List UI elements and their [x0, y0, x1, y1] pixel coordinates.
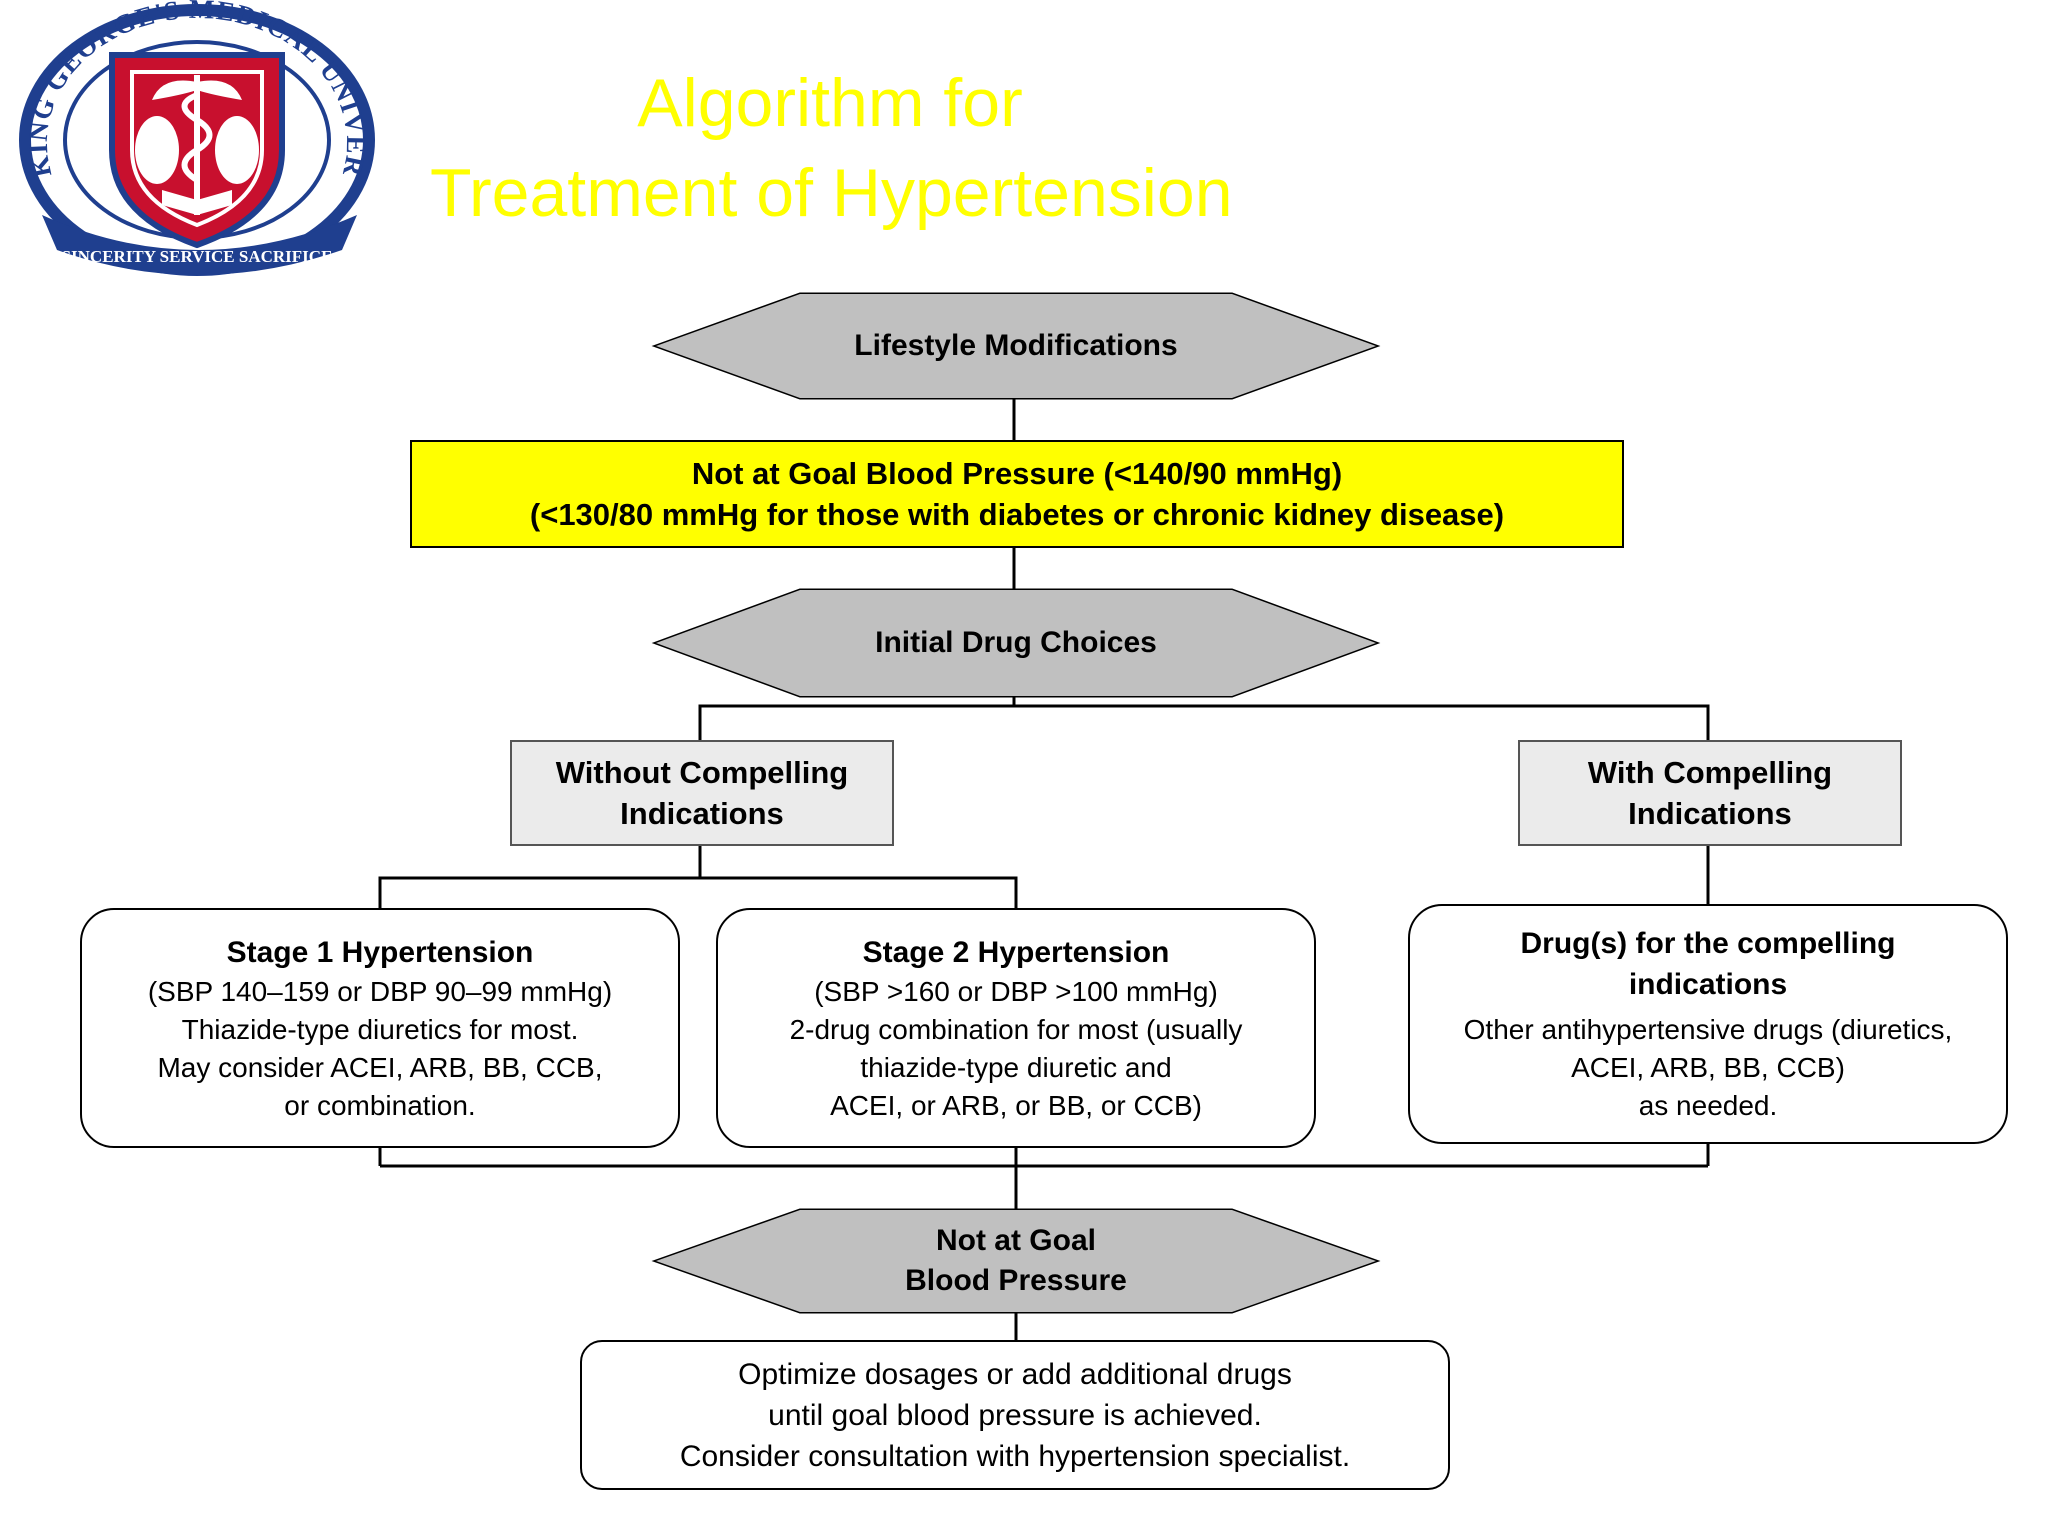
compelling-line: Other antihypertensive drugs (diuretics, — [1463, 1014, 1953, 1045]
goal-bp-line-2: (<130/80 mmHg for those with diabetes or… — [529, 497, 1505, 532]
goal2-line-1: Not at Goal — [935, 1224, 1096, 1257]
initial-drug-label: Initial Drug Choices — [875, 626, 1157, 659]
stage1-line: May consider ACEI, ARB, BB, CCB, — [157, 1051, 603, 1083]
without-ci-line-1: Without Compelling — [555, 755, 849, 790]
stage2-line: ACEI, or ARB, or BB, or CCB) — [830, 1089, 1202, 1121]
optimize-line: Consider consultation with hypertension … — [679, 1439, 1351, 1473]
with-ci-line-1: With Compelling — [1587, 755, 1833, 790]
without-ci-line-2: Indications — [620, 796, 784, 831]
page-title: Algorithm for Treatment of Hypertension — [430, 58, 1233, 238]
initial-drug-choices-node: Initial Drug Choices — [656, 590, 1376, 696]
lifestyle-label: Lifestyle Modifications — [854, 329, 1178, 362]
goal2-line-2: Blood Pressure — [905, 1264, 1127, 1297]
with-compelling-node: With Compelling Indications — [1518, 740, 1902, 846]
stage1-hypertension-node: Stage 1 Hypertension (SBP 140–159 or DBP… — [80, 908, 680, 1148]
title-line-2: Treatment of Hypertension — [430, 155, 1233, 231]
not-at-goal-bp-node: Not at Goal Blood Pressure (<140/90 mmHg… — [410, 440, 1624, 548]
stage1-line: Thiazide-type diuretics for most. — [181, 1013, 579, 1045]
compelling-line: as needed. — [1638, 1090, 1778, 1121]
stage1-heading: Stage 1 Hypertension — [226, 935, 534, 969]
stage2-line: (SBP >160 or DBP >100 mmHg) — [814, 975, 1218, 1007]
university-logo: KING GEORGE'S MEDICAL UNIVERSITY LUCKNOW… — [12, 0, 375, 276]
title-line-1: Algorithm for — [637, 65, 1023, 141]
stage2-line: thiazide-type diuretic and — [860, 1051, 1172, 1083]
goal-bp-line-1: Not at Goal Blood Pressure (<140/90 mmHg… — [691, 456, 1343, 491]
compelling-drugs-node: Drug(s) for the compelling indications O… — [1408, 904, 2008, 1144]
without-compelling-node: Without Compelling Indications — [510, 740, 894, 846]
connector-stage-branch — [378, 876, 1018, 908]
optimize-dosages-node: Optimize dosages or add additional drugs… — [580, 1340, 1450, 1490]
compelling-heading-1: Drug(s) for the compelling — [1520, 927, 1896, 960]
stage1-line: (SBP 140–159 or DBP 90–99 mmHg) — [147, 975, 613, 1007]
optimize-line: Optimize dosages or add additional drugs — [738, 1357, 1292, 1391]
logo-ribbon-text: SINCERITY SERVICE SACRIFICE — [62, 247, 333, 266]
stage1-line: or combination. — [284, 1089, 476, 1121]
lifestyle-modifications-node: Lifestyle Modifications — [656, 294, 1376, 398]
stage2-heading: Stage 2 Hypertension — [862, 935, 1170, 969]
optimize-line: until goal blood pressure is achieved. — [768, 1398, 1262, 1432]
compelling-line: ACEI, ARB, BB, CCB) — [1571, 1052, 1845, 1083]
with-ci-line-2: Indications — [1628, 796, 1792, 831]
not-at-goal-bp-2-node: Not at Goal Blood Pressure — [656, 1210, 1376, 1312]
stage2-line: 2-drug combination for most (usually — [789, 1013, 1243, 1045]
connector-initial-branch — [698, 704, 1710, 740]
compelling-heading-2: indications — [1628, 968, 1788, 1001]
stage2-hypertension-node: Stage 2 Hypertension (SBP >160 or DBP >1… — [716, 908, 1316, 1148]
